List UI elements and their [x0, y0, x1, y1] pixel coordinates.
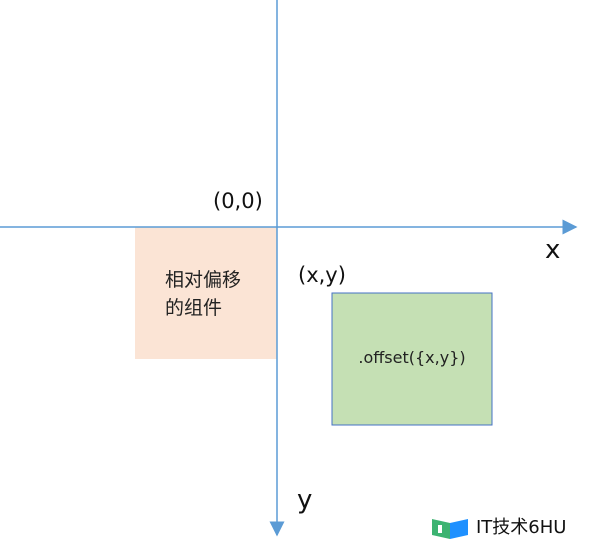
relative-offset-box — [135, 227, 277, 359]
x-axis-label: x — [545, 235, 560, 265]
watermark: IT技术6HU — [430, 514, 566, 542]
relative-box-label-line2: 的组件 — [165, 297, 222, 319]
watermark-text: IT技术6HU — [476, 517, 567, 538]
watermark-logo — [430, 515, 470, 541]
point-label: (x,y) — [298, 263, 346, 287]
offset-box-label: .offset({x,y}) — [358, 348, 465, 367]
origin-label: (0,0) — [213, 189, 263, 213]
relative-box-label-line1: 相对偏移 — [165, 269, 241, 291]
offset-box — [331, 292, 493, 426]
y-axis-label: y — [297, 485, 312, 515]
